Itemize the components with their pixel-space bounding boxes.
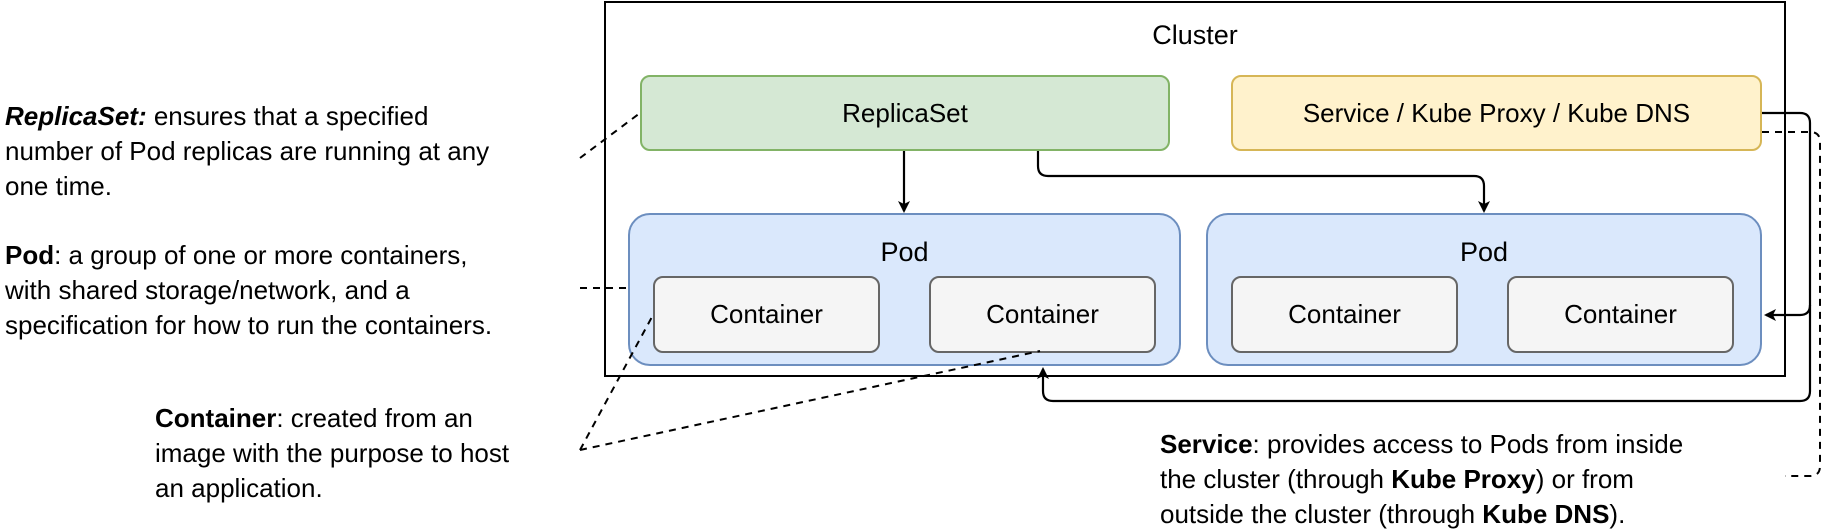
pod-note-term: Pod [5,240,55,270]
container-note-line2: image with the purpose to host [155,438,510,468]
container-note-line3: an application. [155,473,323,503]
service-note-line3a: outside the cluster (through [1160,499,1483,529]
pod-title-1: Pod [880,237,929,267]
replicaset-note-line2: number of Pod replicas are running at an… [5,136,490,166]
cluster-title: Cluster [1152,20,1238,50]
container-note-connector-2 [579,350,1041,451]
service-note-line2a: the cluster (through [1160,464,1392,494]
replicaset-label: ReplicaSet [842,97,968,128]
pod-note-line1: : a group of one or more containers, [54,240,468,270]
container-note: Container: created from an image with th… [155,401,509,506]
container-label-1: Container [710,299,823,329]
replicaset-note-connector [579,112,641,159]
container-note-line1: : created from an [276,403,473,433]
container-box-4: Container [1507,276,1734,353]
replicaset-note-term: ReplicaSet: [5,101,147,131]
container-label-2: Container [986,299,1099,329]
service-to-pod1-arrow [1037,305,1812,403]
container-box-1: Container [653,276,880,353]
service-box: Service / Kube Proxy / Kube DNS [1231,75,1762,151]
service-note-term: Service [1160,429,1253,459]
service-to-pod2-arrow [1762,111,1812,321]
replicaset-to-pod2-arrow [1036,151,1490,213]
container-box-3: Container [1231,276,1458,353]
container-note-term: Container [155,403,277,433]
service-note: Service: provides access to Pods from in… [1160,427,1683,532]
service-note-connector [1762,131,1821,477]
container-box-2: Container [929,276,1156,353]
service-note-line2c: ) or from [1535,464,1634,494]
service-note-line3b: Kube DNS [1482,499,1610,529]
replicaset-box: ReplicaSet [640,75,1170,151]
replicaset-note-line1: ensures that a specified [146,101,429,131]
service-note-line3c: ). [1609,499,1626,529]
replicaset-note: ReplicaSet: ensures that a specified num… [5,99,489,204]
pod-note-line3: specification for how to run the contain… [5,310,493,340]
service-label: Service / Kube Proxy / Kube DNS [1302,97,1691,128]
pod-note: Pod: a group of one or more containers, … [5,238,492,343]
pod-note-line2: with shared storage/network, and a [5,275,410,305]
replicaset-note-line3: one time. [5,171,112,201]
pod-title-2: Pod [1459,237,1509,267]
container-label-4: Container [1564,299,1677,329]
service-note-line1: : provides access to Pods from inside [1252,429,1684,459]
service-note-line2b: Kube Proxy [1391,464,1536,494]
container-note-connector-1 [579,314,654,451]
container-label-3: Container [1288,299,1401,329]
